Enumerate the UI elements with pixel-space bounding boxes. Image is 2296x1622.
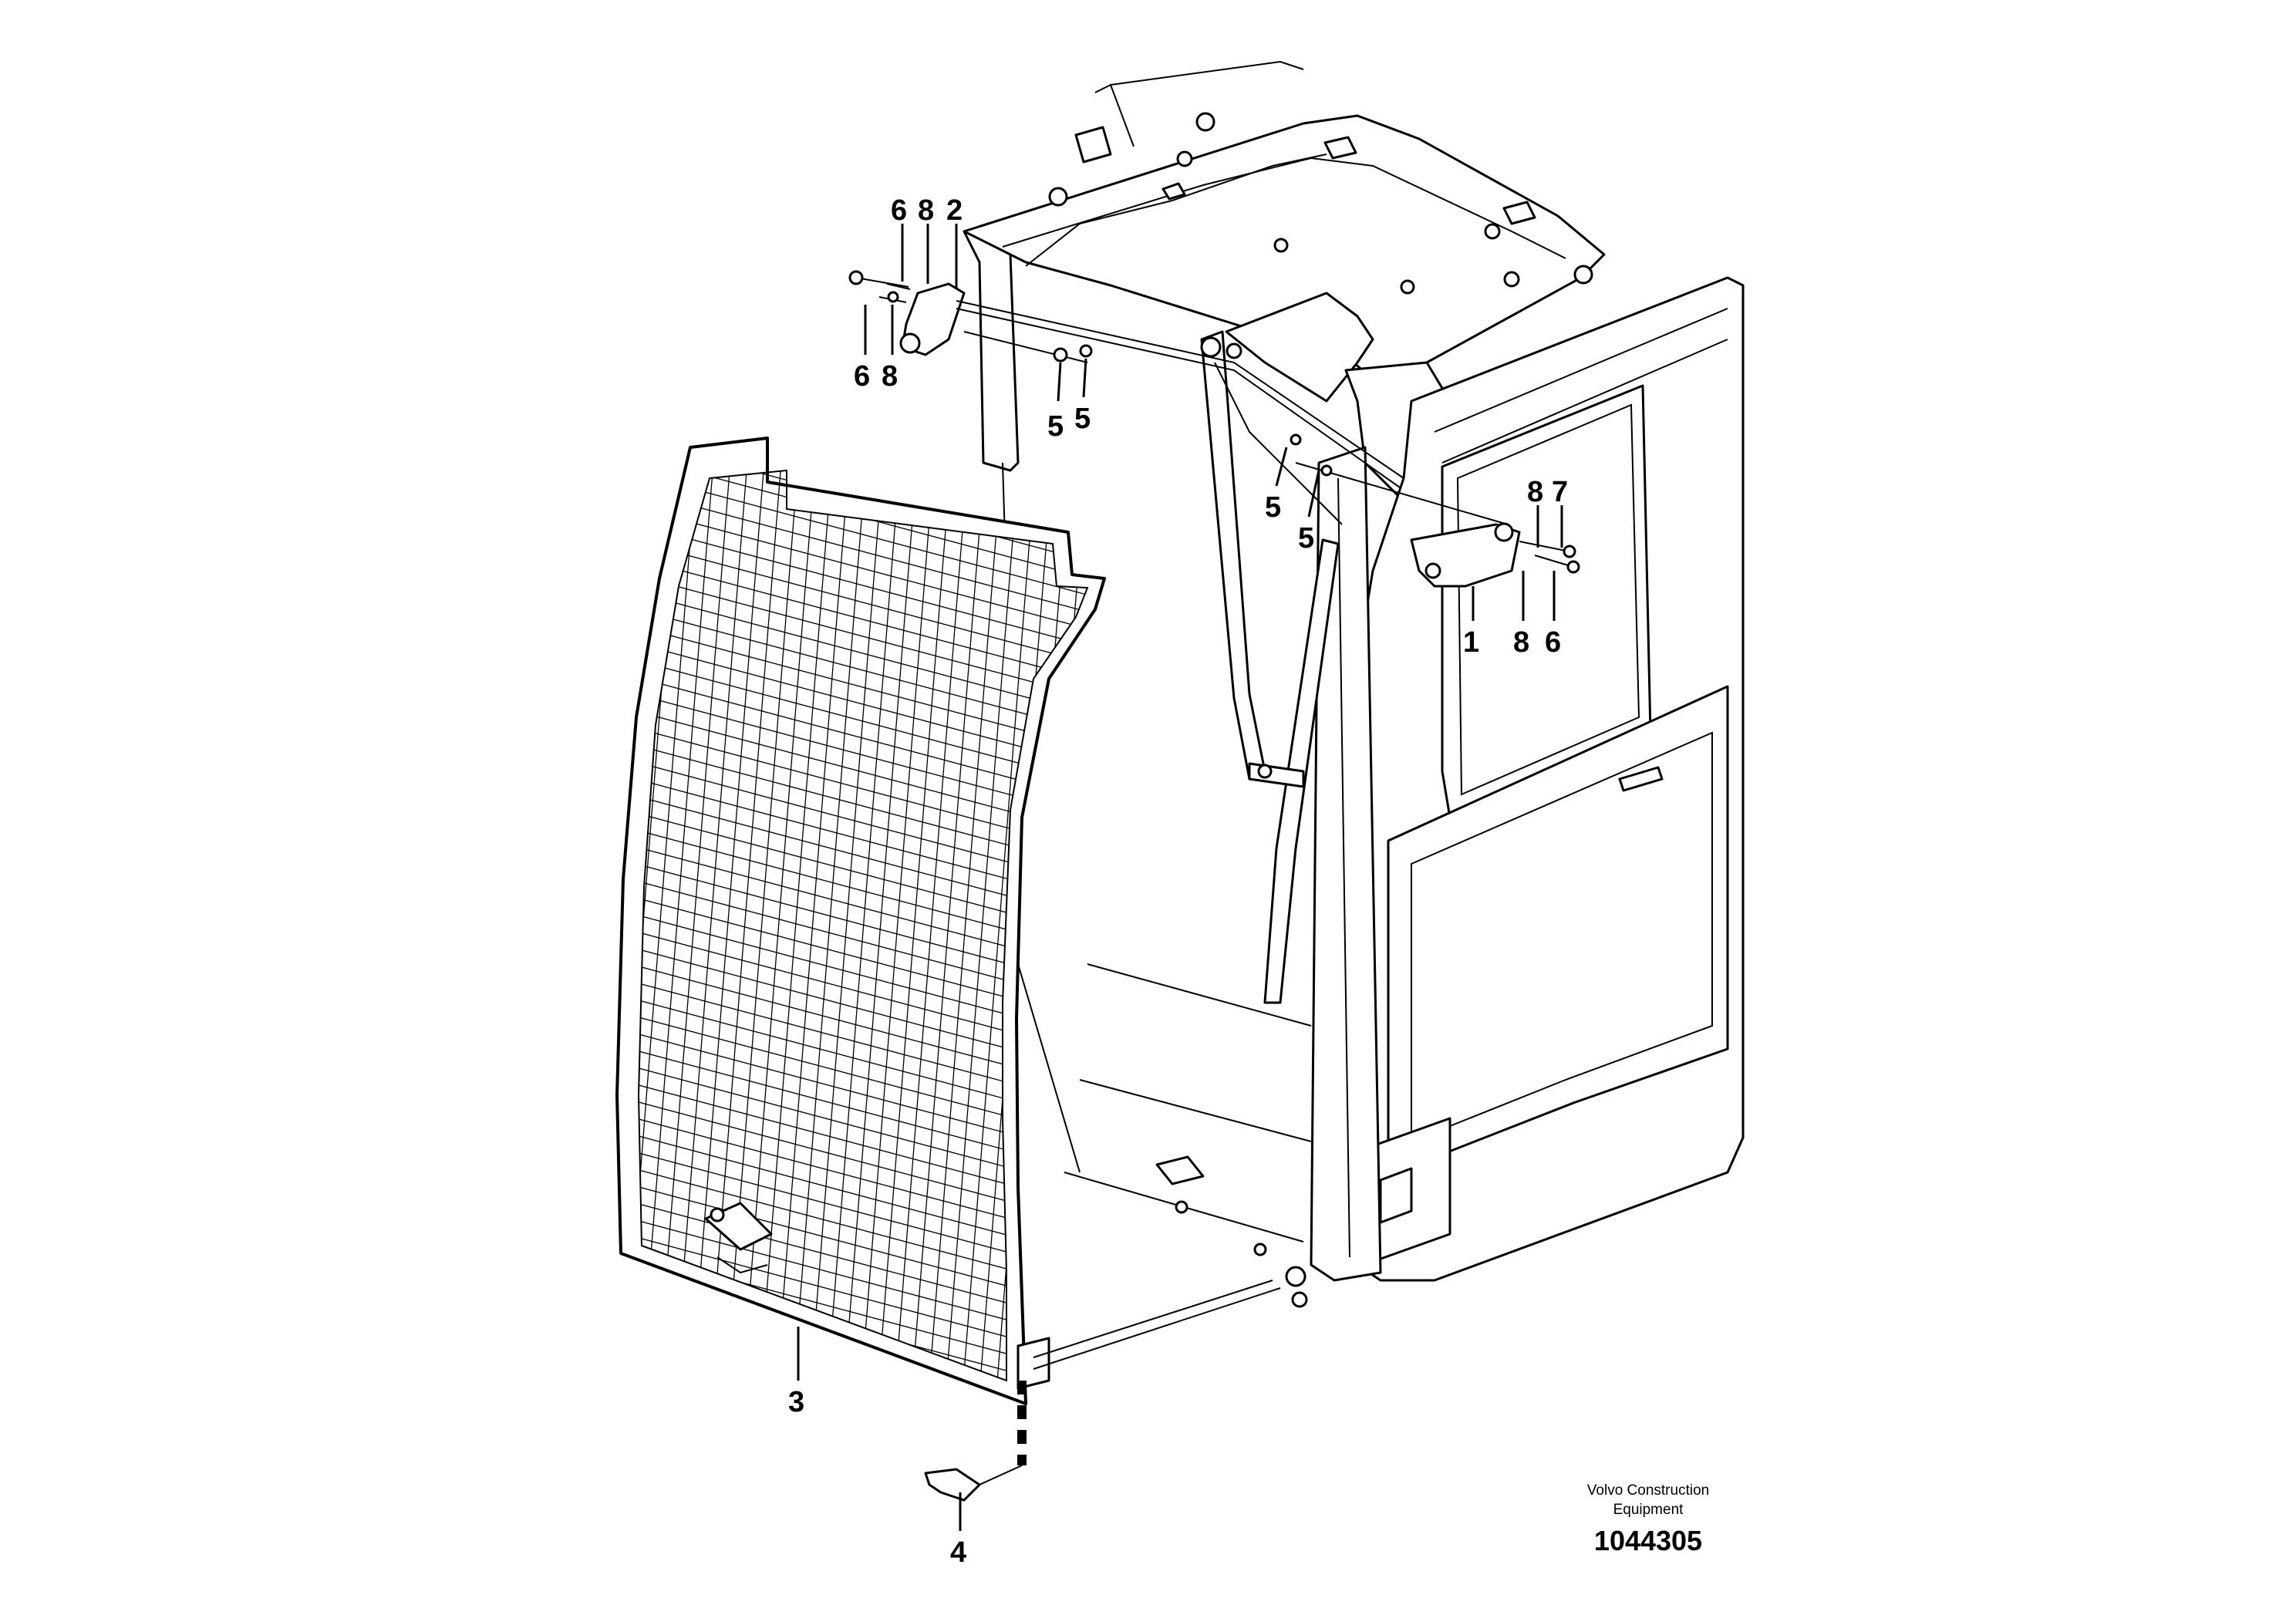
callout-5-a: 5 [1047,410,1064,443]
cab-assembly [963,60,1745,1308]
mesh-guard [615,437,1281,1405]
leader-lines [797,224,1563,1531]
callout-3: 3 [788,1386,804,1418]
callout-5-d: 5 [1298,522,1314,555]
locking-pin [924,1381,1027,1502]
callout-6-left: 6 [854,360,870,393]
callout-8-left: 8 [882,360,898,393]
callout-7: 7 [1552,476,1568,508]
callout-6-top: 6 [891,194,907,227]
callout-8-top: 8 [918,194,934,227]
drawing-number: 1044305 [1594,1525,1702,1556]
hinge-bracket-upper [848,270,1404,488]
drawing-footer: Volvo Construction Equipment 1044305 [1587,1482,1709,1556]
callout-5-b: 5 [1074,403,1091,435]
callout-8-right: 8 [1527,476,1543,508]
callout-2: 2 [946,194,963,227]
brand-line-2: Equipment [1613,1502,1684,1518]
brand-line-1: Volvo Construction [1587,1482,1709,1499]
callout-6-bottom: 6 [1545,626,1561,659]
callout-5-c: 5 [1265,491,1281,524]
callout-1: 1 [1463,626,1479,659]
hinge-bracket-lower [1290,433,1580,588]
callout-8-bottom: 8 [1513,626,1529,659]
callouts: 6 8 2 6 8 5 5 5 5 8 7 1 8 6 3 4 [788,194,1568,1569]
callout-4: 4 [950,1536,966,1569]
